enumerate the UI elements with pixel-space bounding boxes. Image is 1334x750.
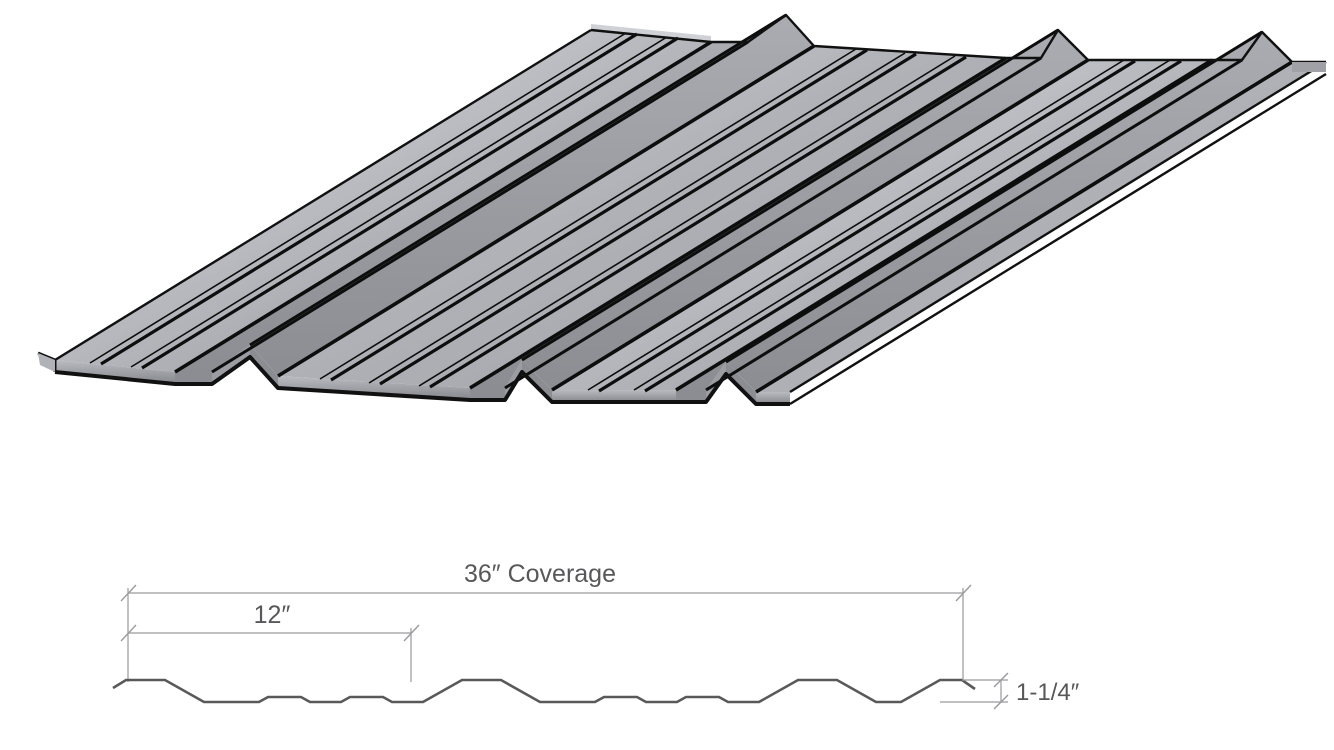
panel-far-edge-outline — [590, 13, 1326, 64]
panel-body — [37, 13, 1327, 406]
panel-rib-2-back — [522, 30, 1088, 390]
cross-section-svg: 36″ Coverage 12″ 1-1/4″ — [112, 560, 1080, 710]
panel-rib-1-back — [250, 15, 814, 376]
panel-edge-6 — [470, 388, 505, 400]
rib-height-dimension-label: 1-1/4″ — [1016, 679, 1080, 706]
panel-pan-2 — [278, 46, 1006, 388]
panel-left-lip-face — [38, 353, 55, 372]
cross-section-figure: 36″ Coverage 12″ 1-1/4″ — [0, 430, 1334, 750]
panel-rib-lines — [89, 13, 1293, 394]
panel-far-edge-1 — [591, 24, 711, 42]
panel-3d-figure — [37, 13, 1327, 406]
panel-edge-2 — [175, 372, 212, 384]
panel-near-edge-outline — [54, 355, 790, 406]
rib-spacing-dimension-label: 12″ — [254, 601, 291, 629]
panel-edge-8 — [522, 360, 552, 402]
panel-edge-9 — [552, 390, 676, 402]
panel-edge-4 — [250, 345, 278, 388]
panel-right-edge-lower — [789, 72, 1327, 406]
panel-rib-1-face — [175, 42, 748, 372]
panel-edge-1 — [55, 360, 175, 384]
panel-edge-5 — [278, 376, 470, 400]
panel-3d-svg — [37, 13, 1327, 406]
panel-edge-13 — [756, 392, 790, 404]
panel-pan-4 — [756, 62, 1326, 392]
panel-edge-10 — [676, 390, 706, 402]
coverage-dimension-label: 36″ Coverage — [464, 560, 616, 588]
panel-profile-path — [112, 678, 976, 704]
panel-rib-3-back — [726, 32, 1292, 392]
height-tick-top — [993, 672, 1009, 688]
panel-left-edge — [54, 28, 592, 362]
panel-right-edge — [789, 60, 1327, 394]
panel-right-lip-face — [1292, 62, 1326, 72]
rib-spacing-tick-left — [120, 624, 137, 642]
height-tick-bottom — [993, 694, 1009, 710]
panel-pan-1 — [55, 30, 711, 372]
